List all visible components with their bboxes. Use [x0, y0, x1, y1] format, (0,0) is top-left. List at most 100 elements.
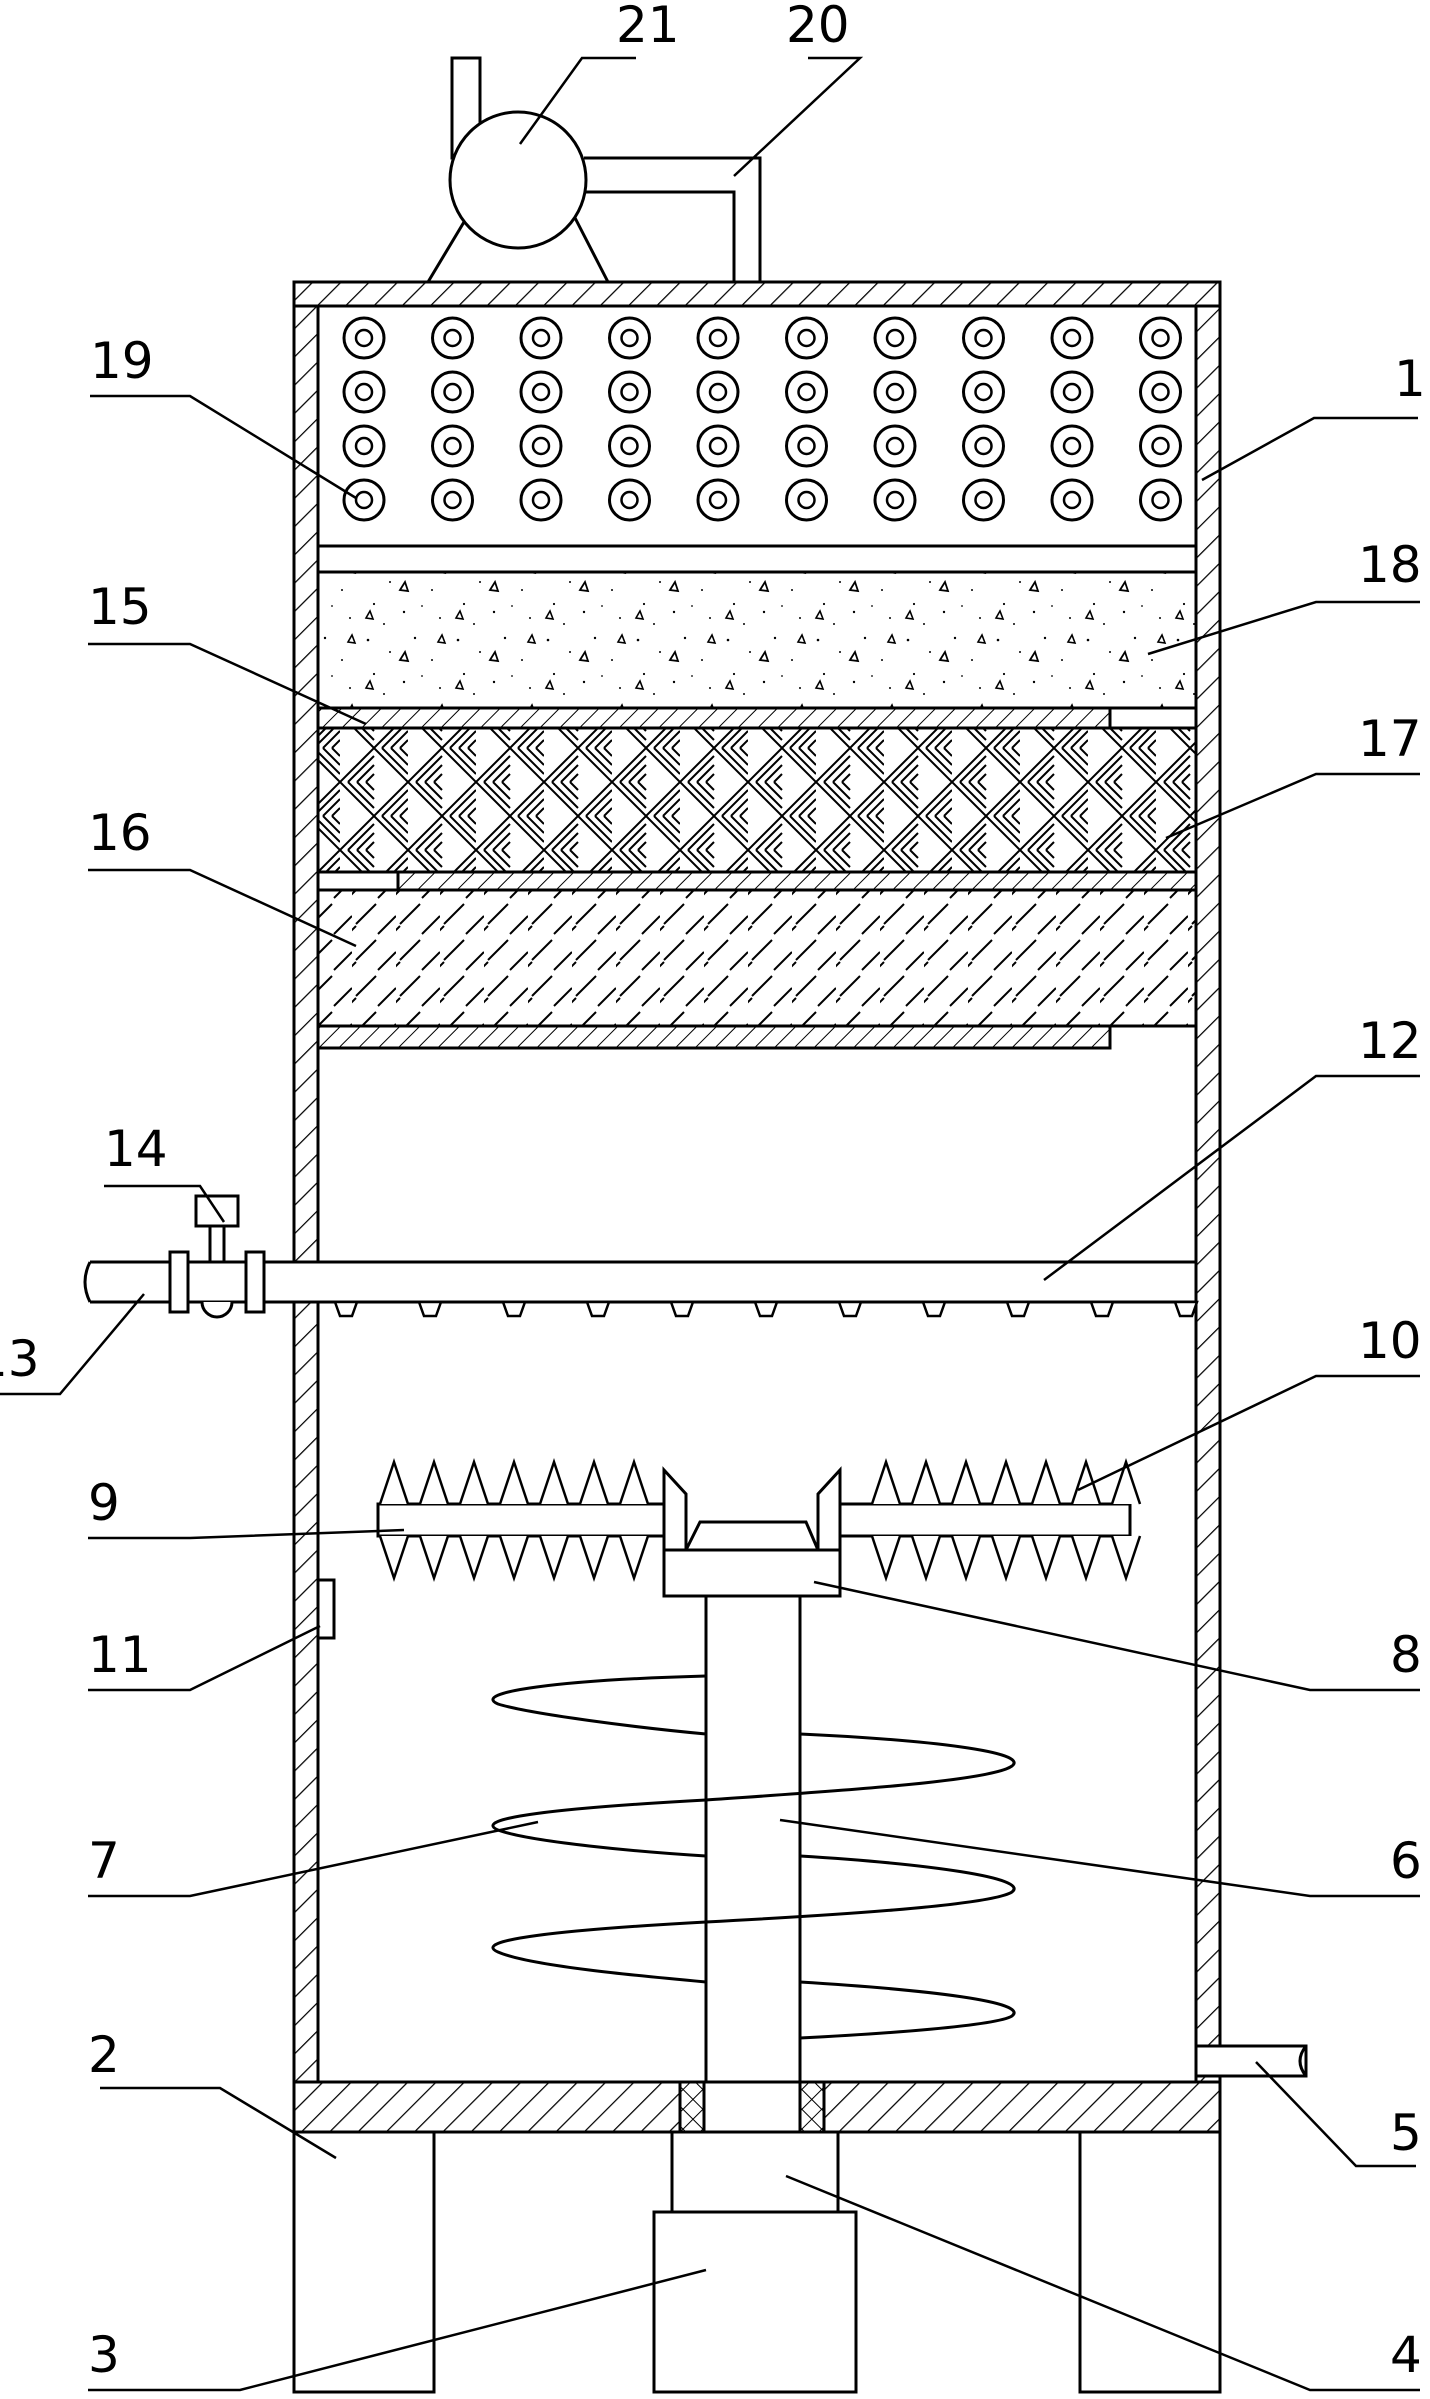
deodorizer-ball-core	[620, 490, 639, 510]
leader-lines	[0, 56, 1420, 2392]
filter-gap	[316, 544, 1198, 574]
spray-nozzle	[501, 1300, 527, 1318]
label-10: 10	[1358, 1312, 1422, 1370]
crushing-tooth	[418, 1535, 450, 1582]
filter-support-lower	[316, 1024, 1112, 1050]
deodorizer-ball-core	[1062, 436, 1082, 456]
deodorizer-ball-core	[974, 490, 993, 510]
deodorizer-ball-core	[531, 328, 551, 348]
label-13: 13	[0, 1330, 40, 1388]
deodorizer-ball-core	[708, 328, 728, 348]
deodorizer-ball-core	[531, 490, 551, 510]
crushing-tooth	[578, 1458, 610, 1505]
deodorizer-ball-core	[797, 436, 816, 456]
label-1: 1	[1394, 350, 1426, 408]
label-4: 4	[1390, 2326, 1422, 2384]
crushing-tooth	[418, 1458, 450, 1505]
deodorizer-ball-core	[443, 328, 462, 348]
deodorizer-ball-core	[531, 382, 551, 402]
spray-nozzle	[1089, 1300, 1115, 1318]
label-19: 19	[90, 332, 154, 390]
label-16: 16	[88, 804, 152, 862]
crushing-tooth	[990, 1535, 1022, 1582]
deodorizer-ball-core	[708, 436, 728, 456]
spray-nozzle	[333, 1300, 359, 1318]
crushing-tooth	[618, 1458, 650, 1505]
crushing-tooth	[378, 1458, 410, 1505]
deodorizer-ball-core	[354, 490, 374, 510]
label-14: 14	[104, 1120, 168, 1178]
deodorizer-ball-core	[531, 436, 551, 456]
crushing-tooth	[378, 1535, 410, 1582]
deodorizer-ball-core	[1151, 382, 1170, 402]
fan	[426, 56, 610, 283]
spray-nozzle	[417, 1300, 443, 1318]
deodorizer-ball-core	[708, 382, 728, 402]
crushing-tooth	[990, 1458, 1022, 1505]
deodorizer-ball-core	[354, 382, 374, 402]
deodorizer-ball-core	[620, 436, 639, 456]
deodorizer-ball-core	[443, 490, 462, 510]
deodorizer-ball-core	[1062, 328, 1082, 348]
sensor	[316, 1578, 336, 1640]
label-18: 18	[1358, 536, 1422, 594]
deodorizer-ball-core	[885, 382, 905, 402]
crushing-tooth	[1070, 1458, 1102, 1505]
label-9: 9	[88, 1474, 120, 1532]
filter-layer-18	[316, 570, 1198, 710]
spray-nozzle	[585, 1300, 611, 1318]
label-8: 8	[1390, 1626, 1422, 1684]
label-21: 21	[616, 0, 680, 54]
spray-nozzle	[837, 1300, 863, 1318]
crushing-tooth	[458, 1458, 490, 1505]
inlet-pipe	[83, 1250, 266, 1319]
crushing-tooth	[618, 1535, 650, 1582]
crushing-tooth	[1110, 1535, 1142, 1582]
deodorizer-ball-core	[354, 436, 374, 456]
crushing-rod-right	[838, 1502, 1132, 1538]
deodorizer-ball-core	[885, 436, 905, 456]
deodorizer-ball-core	[1062, 490, 1082, 510]
valve	[194, 1194, 240, 1264]
crushing-tooth	[1030, 1458, 1062, 1505]
label-7: 7	[88, 1832, 120, 1890]
spray-nozzles	[333, 1300, 1199, 1318]
crushing-rod-left	[376, 1502, 666, 1538]
spray-nozzle	[1005, 1300, 1031, 1318]
crushing-teeth	[378, 1458, 1142, 1582]
crushing-tooth	[538, 1535, 570, 1582]
label-15: 15	[88, 578, 152, 636]
crushing-tooth	[1030, 1535, 1062, 1582]
deodorizer-ball-core	[620, 328, 639, 348]
deodorizer-ball-core	[443, 382, 462, 402]
crushing-tooth	[578, 1535, 610, 1582]
crushing-tooth	[1070, 1535, 1102, 1582]
deodorizer-ball-core	[974, 436, 993, 456]
label-12: 12	[1358, 1012, 1422, 1070]
spray-nozzle	[1173, 1300, 1199, 1318]
crushing-tooth	[950, 1458, 982, 1505]
filter-support-mid	[316, 870, 1198, 892]
deodorizer-ball-core	[1151, 490, 1170, 510]
crushing-tooth	[498, 1458, 530, 1505]
drain-pipe	[1194, 2044, 1308, 2078]
helical-blade	[491, 1674, 1016, 2040]
deodorizer-ball-core	[797, 328, 816, 348]
crushing-tooth	[498, 1535, 530, 1582]
crushing-tooth	[538, 1458, 570, 1505]
crushing-tooth	[950, 1535, 982, 1582]
deodorizer-ball-core	[1062, 382, 1082, 402]
crushing-tooth	[1110, 1458, 1142, 1505]
deodorizer-ball-core	[974, 382, 993, 402]
spray-nozzle	[921, 1300, 947, 1318]
spray-nozzle	[669, 1300, 695, 1318]
filter-layer-16	[316, 888, 1198, 1028]
base-plate	[292, 2080, 1222, 2134]
label-3: 3	[88, 2326, 120, 2384]
crushing-tooth	[910, 1458, 942, 1505]
support-legs	[292, 2130, 1222, 2394]
deodorizer-ball-core	[885, 490, 905, 510]
label-6: 6	[1390, 1832, 1422, 1890]
deodorizer-ball-core	[797, 382, 816, 402]
